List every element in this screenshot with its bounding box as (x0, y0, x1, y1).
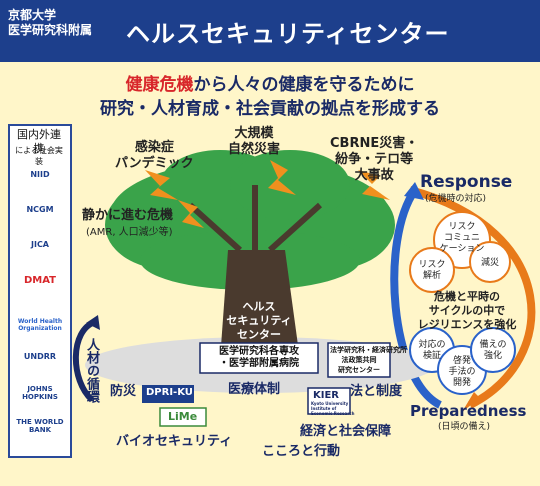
logo-undrr: UNDRR (23, 352, 57, 361)
tagline-1: 健康危機から人々の健康を守るために (0, 70, 540, 95)
trunk-label: ヘルス セキュリティ センター (226, 300, 292, 341)
prepare-label: 備えの 強化 (479, 340, 507, 361)
header-bar (0, 0, 540, 62)
cycle-arrowhead-left (404, 182, 424, 200)
preparedness-label: Preparedness (410, 402, 527, 420)
partners-title: 国内外連携 (17, 128, 61, 155)
circulation-arrow (72, 319, 97, 403)
kier-box-label: 法学研究科・経済研究所 法政策共同 研究センター (330, 346, 407, 374)
circle-risk-analysis (409, 247, 455, 293)
label-bio: バイオセキュリティ (116, 434, 233, 449)
bolt-cbrne (358, 170, 390, 200)
cycle-center-text: 危機と平時の サイクルの中で レジリエンスを強化 (417, 290, 517, 331)
label-iryou: 医療体制 (228, 382, 281, 397)
logo-ncgm: NCGM (26, 205, 54, 214)
logo-world-bank: THE WORLD BANK (16, 418, 64, 434)
preparedness-sub: (日頃の備え) (438, 422, 491, 432)
partners-panel (8, 124, 72, 458)
bolt-infection (145, 170, 178, 200)
hospital-label: 医学研究科各専攻 ・医学部附属病院 (219, 346, 299, 369)
threat-cbrne: CBRNE災害・ 紛争・テロ等 大事故 (330, 136, 419, 183)
label-kier: KIER (313, 390, 340, 401)
org-line1: 京都大学 (8, 8, 57, 22)
tagline-2: 研究・人材育成・社会貢献の拠点を形成する (100, 99, 440, 119)
response-label: Response (420, 172, 513, 192)
circulation-arrowhead (86, 315, 100, 330)
bolt-silent (178, 200, 204, 228)
logo-who: World Health Organization (17, 318, 63, 332)
cycle-arrow-left (390, 187, 443, 409)
threat-infection: 感染症 パンデミック (115, 140, 194, 171)
risk-analysis-label: リスク 解析 (418, 260, 446, 281)
logo-jica: JICA (30, 240, 49, 249)
label-kier-sub: Kyoto University Institute of Economic R… (311, 401, 355, 416)
mitigation-label: 減災 (480, 258, 499, 268)
circulation-label: 人材の循環 (84, 338, 99, 403)
cycle-arrow-right (408, 186, 536, 409)
label-lime: LiMe (168, 410, 198, 423)
enlighten-label: 啓発 手法の 開発 (448, 356, 476, 388)
tagline-rest: から人々の健康を守るために (193, 75, 415, 95)
logo-johns-hopkins: JOHNS HOPKINS (22, 385, 58, 401)
measures-label: 対応の 検証 (418, 340, 446, 361)
risk-comm-label: リスク コミュニ ケーション (439, 222, 485, 254)
threat-silent: 静かに進む危機 (82, 208, 174, 223)
kier-logo-box (307, 387, 351, 415)
tree-branches (187, 185, 323, 253)
threat-disaster: 大規模 自然災害 (228, 126, 281, 157)
kier-box (327, 342, 391, 378)
response-sub: (危機時の対応) (425, 194, 487, 204)
threat-silent-sub: (AMR, 人口減少等) (86, 227, 173, 238)
dpri-badge (142, 385, 194, 403)
lime-badge (159, 407, 207, 427)
circle-mitigation (469, 241, 511, 283)
org-line2: 医学研究科附属 (8, 23, 93, 37)
label-kokoro: こころと行動 (262, 444, 341, 459)
label-bousai: 防災 (110, 384, 137, 399)
logo-dmat: DMAT (23, 275, 57, 286)
partners-subtitle: による社会実装 (15, 146, 63, 166)
label-keizai: 経済と社会保障 (300, 424, 392, 439)
page-title: ヘルスセキュリティセンター (126, 20, 450, 48)
tree-trunk (220, 250, 300, 360)
logo-niid: NIID (30, 170, 50, 179)
label-dpri: DPRI-KU (146, 387, 193, 398)
label-hou: 法と制度 (350, 384, 403, 399)
org-name: 京都大学 医学研究科附属 (8, 8, 92, 38)
circle-prepare (470, 327, 516, 373)
bolt-disaster (268, 160, 296, 195)
hospital-box (199, 342, 319, 374)
tagline-red: 健康危機 (125, 75, 194, 95)
cycle-arrowhead-right (462, 392, 480, 412)
